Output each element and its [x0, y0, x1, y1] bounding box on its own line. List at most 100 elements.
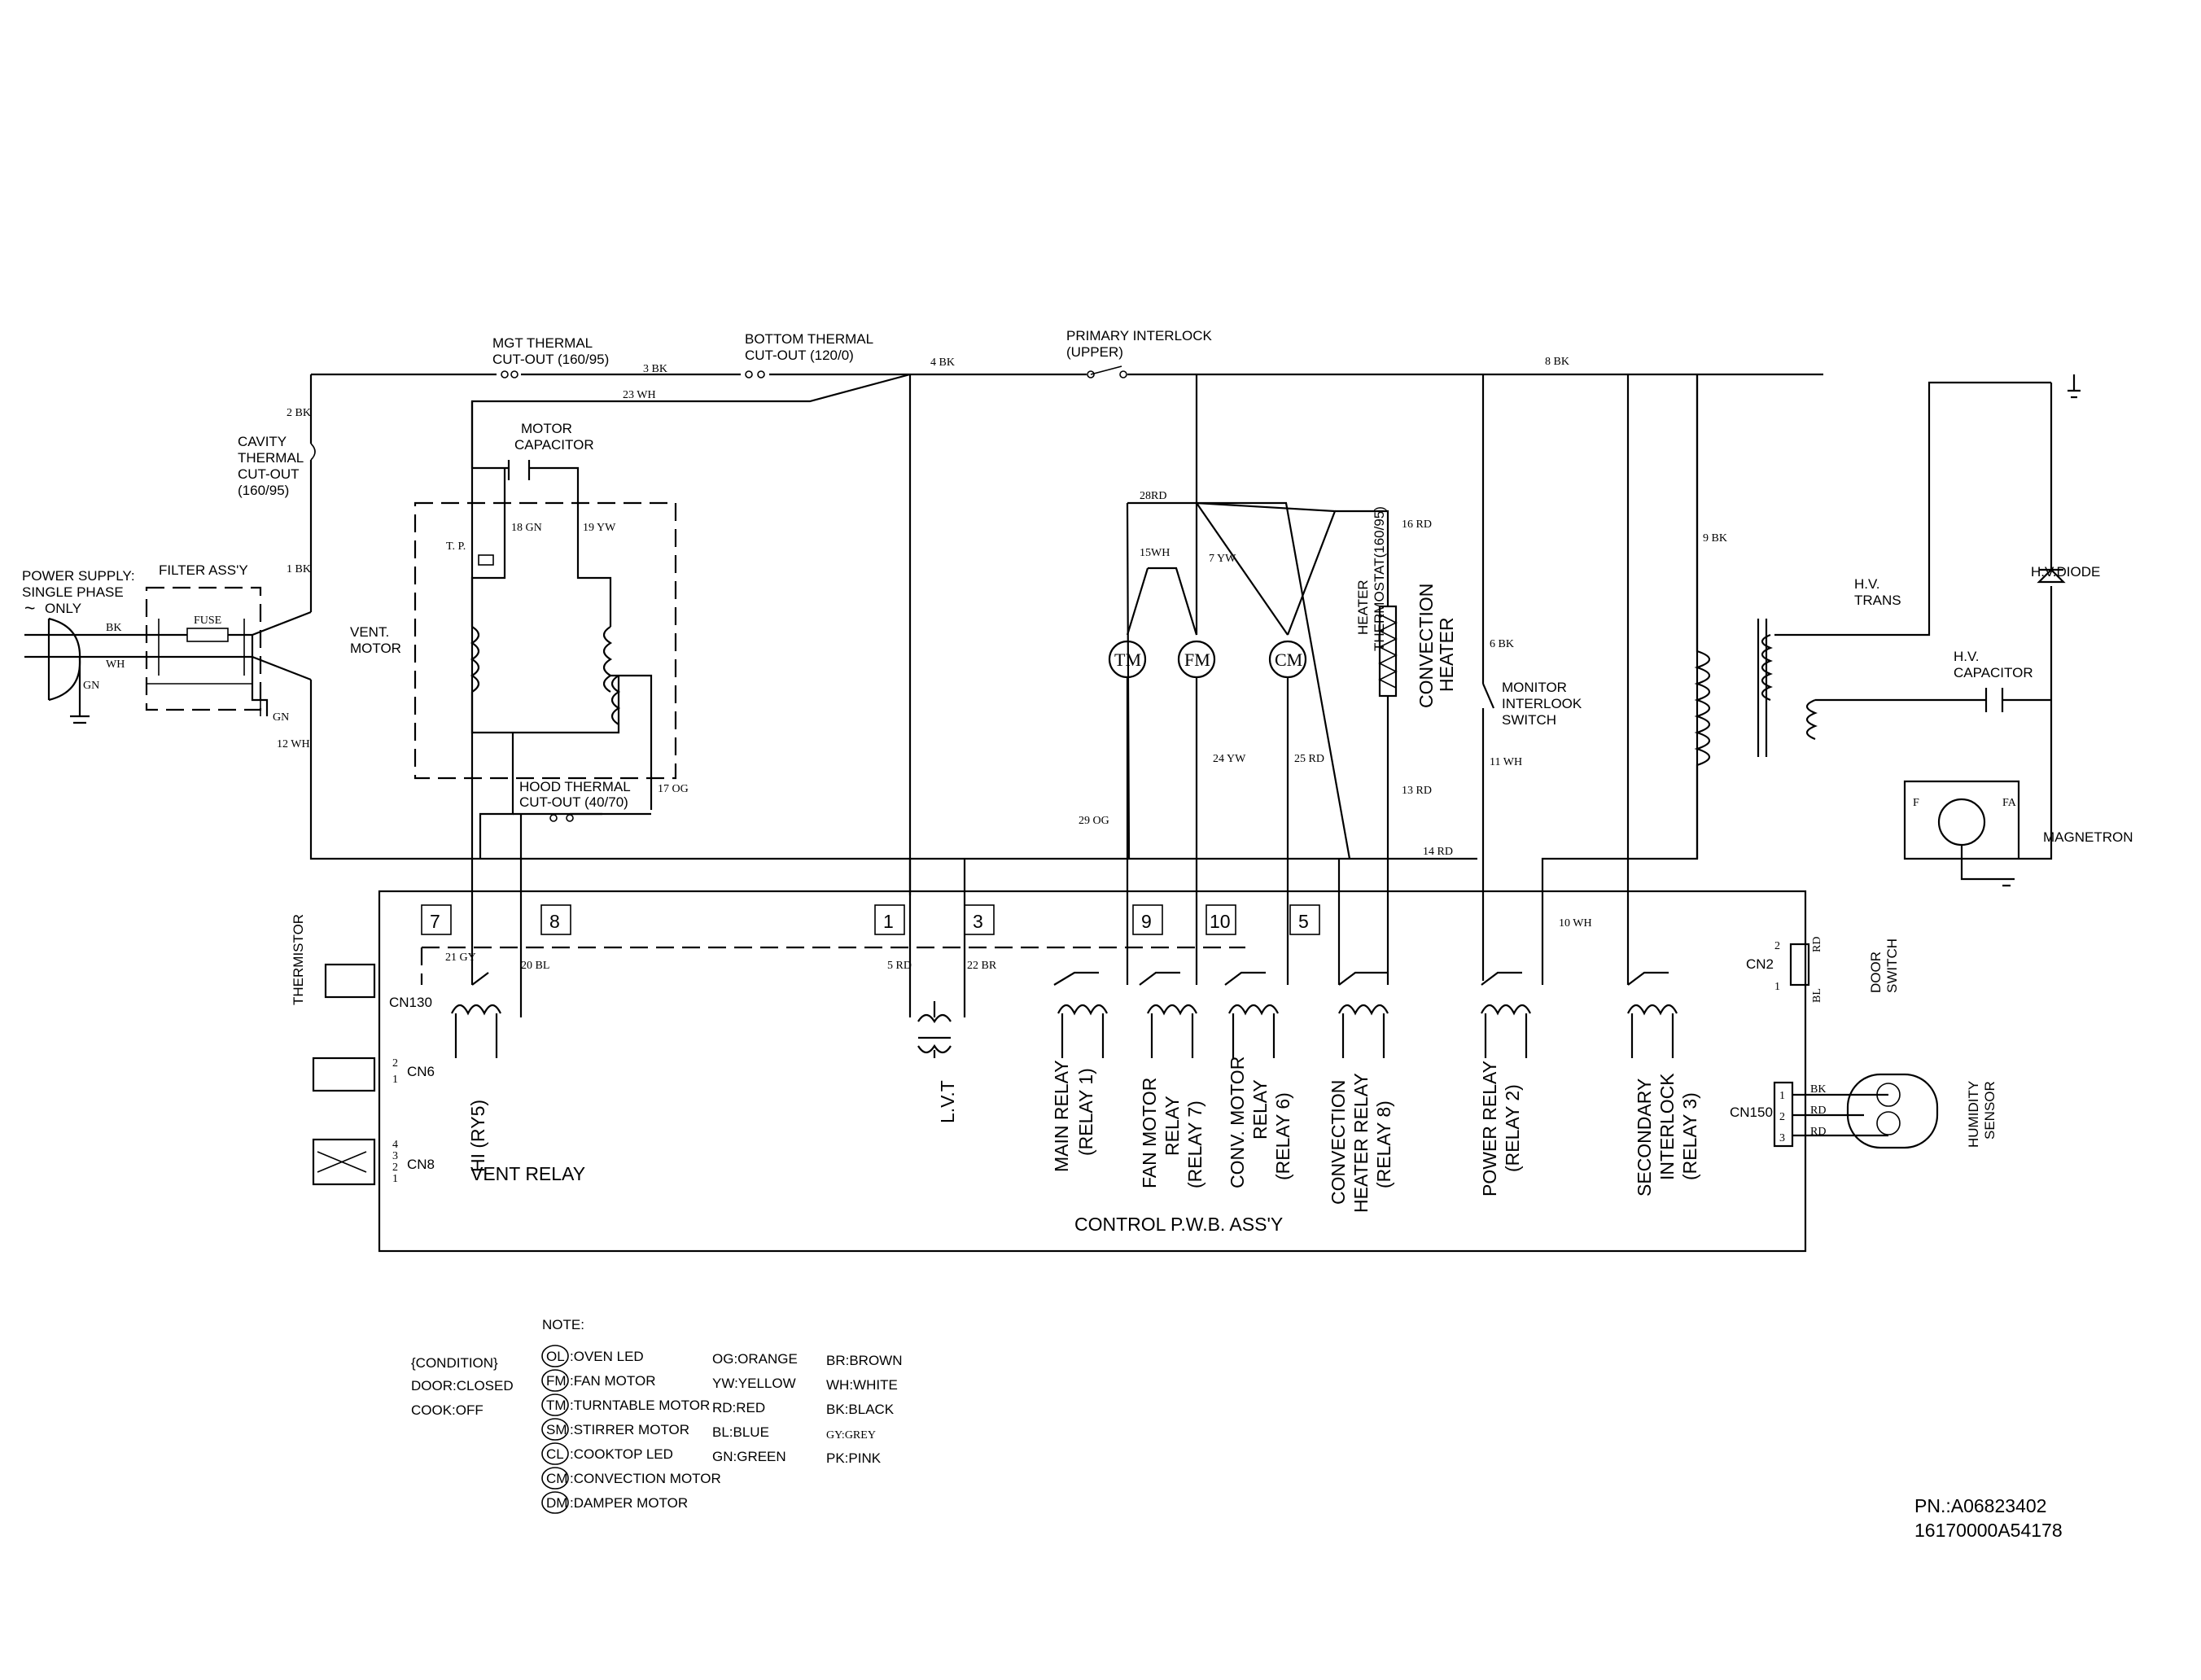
abbr-symbol [541, 1418, 569, 1441]
svg-text:1 BK: 1 BK [287, 563, 311, 575]
svg-text:10 WH: 10 WH [1559, 917, 1592, 930]
svg-text:HEATER: HEATER [1436, 617, 1457, 692]
cavity-thermal-cutout: CAVITY THERMAL CUT-OUT (160/95) [238, 434, 316, 498]
svg-text:GN: GN [83, 680, 99, 692]
svg-text:T. P.: T. P. [446, 540, 466, 553]
svg-text:10: 10 [1210, 911, 1231, 932]
svg-text:9 BK: 9 BK [1703, 532, 1727, 545]
svg-text:8: 8 [549, 911, 560, 932]
svg-text:16170000A54178: 16170000A54178 [1914, 1520, 2063, 1541]
svg-text:12 WH: 12 WH [277, 738, 310, 750]
svg-text:4 BK: 4 BK [930, 357, 955, 369]
svg-text:SINGLE PHASE: SINGLE PHASE [22, 584, 124, 600]
svg-text:THERMOSTAT(160/95): THERMOSTAT(160/95) [1372, 506, 1387, 651]
svg-text:2: 2 [1774, 940, 1780, 952]
svg-text:POWER SUPPLY:: POWER SUPPLY: [22, 568, 135, 584]
svg-text:3: 3 [973, 911, 983, 932]
svg-text:RD:RED: RD:RED [712, 1400, 765, 1415]
svg-text:INTERLOCK: INTERLOCK [1656, 1073, 1678, 1180]
svg-text:9: 9 [1141, 911, 1152, 932]
convection-heater: HEATER THERMOSTAT(160/95) CONVECTION HEA… [1335, 506, 1457, 859]
svg-text:BR:BROWN: BR:BROWN [826, 1353, 903, 1368]
svg-text:MAGNETRON: MAGNETRON [2043, 829, 2133, 845]
svg-text:CUT-OUT: CUT-OUT [238, 466, 300, 482]
svg-text:RD: RD [1811, 937, 1823, 952]
svg-text:CONTROL P.W.B. ASS'Y: CONTROL P.W.B. ASS'Y [1074, 1214, 1283, 1235]
svg-text:13 RD: 13 RD [1402, 785, 1432, 797]
svg-text:CONV. MOTOR: CONV. MOTOR [1227, 1057, 1248, 1188]
svg-text:11 WH: 11 WH [1490, 756, 1522, 768]
svg-text:BK: BK [1810, 1083, 1826, 1096]
abbr-symbol [541, 1491, 569, 1514]
motors: TM FM CM [1108, 501, 1351, 860]
svg-text:BK: BK [106, 622, 121, 634]
svg-text:INTERLOOK: INTERLOOK [1502, 696, 1582, 711]
svg-text:THERMAL: THERMAL [238, 450, 304, 466]
svg-text:CM: CM [1275, 650, 1302, 670]
svg-text:YW:YELLOW: YW:YELLOW [712, 1376, 796, 1391]
svg-text:6 BK: 6 BK [1490, 638, 1514, 650]
svg-text:COOK:OFF: COOK:OFF [411, 1402, 484, 1418]
svg-text:HEATER RELAY: HEATER RELAY [1350, 1073, 1372, 1213]
svg-text:15WH: 15WH [1140, 547, 1170, 559]
part-numbers: PN.:A06823402 16170000A54178 [1914, 1495, 2063, 1541]
svg-text:25 RD: 25 RD [1294, 753, 1324, 765]
svg-text:POWER RELAY: POWER RELAY [1479, 1061, 1500, 1197]
svg-text:22 BR: 22 BR [967, 960, 997, 972]
svg-text:WH: WH [106, 658, 125, 671]
svg-text:FA: FA [2002, 797, 2017, 809]
svg-text:RELAY: RELAY [1162, 1096, 1183, 1156]
svg-text:1: 1 [883, 911, 894, 932]
svg-text:SWITCH: SWITCH [1884, 938, 1900, 993]
svg-text:23 WH: 23 WH [623, 389, 656, 401]
svg-text:2: 2 [392, 1162, 398, 1174]
pin-8: 8 [540, 904, 571, 935]
power-supply: POWER SUPPLY: SINGLE PHASE ~ ONLY BK WH … [22, 568, 147, 724]
svg-text:CUT-OUT (120/0): CUT-OUT (120/0) [745, 348, 854, 363]
svg-text:2 BK: 2 BK [287, 407, 311, 419]
coils [451, 1001, 1678, 1058]
svg-text:GN:GREEN: GN:GREEN [712, 1449, 786, 1464]
hv-section: H.V.DIODE H.V. TRANS H.V. CAPACITOR MAGN… [1694, 374, 2133, 887]
svg-text:(RELAY 1): (RELAY 1) [1075, 1068, 1096, 1156]
svg-text:PRIMARY INTERLOCK: PRIMARY INTERLOCK [1066, 328, 1213, 343]
svg-text:FUSE: FUSE [194, 615, 221, 627]
abbr-text: :DAMPER MOTOR [570, 1495, 688, 1511]
svg-text:OG:ORANGE: OG:ORANGE [712, 1351, 798, 1367]
svg-text:(UPPER): (UPPER) [1066, 344, 1123, 360]
svg-text:28RD: 28RD [1140, 490, 1166, 502]
svg-text:PN.:A06823402: PN.:A06823402 [1914, 1495, 2046, 1516]
svg-text:SECONDARY: SECONDARY [1634, 1078, 1655, 1197]
svg-text:MAIN RELAY: MAIN RELAY [1051, 1060, 1072, 1172]
svg-text:SENSOR: SENSOR [1982, 1081, 1998, 1140]
svg-text:FILTER ASS'Y: FILTER ASS'Y [159, 562, 248, 578]
abbr-code: DM [546, 1495, 567, 1511]
svg-text:THERMISTOR: THERMISTOR [291, 914, 306, 1005]
svg-text:7: 7 [430, 911, 440, 932]
legend-notes: NOTE: {CONDITION} DOOR:CLOSED COOK:OFF [411, 1317, 584, 1418]
svg-text:VENT.: VENT. [350, 624, 389, 640]
svg-text:BK:BLACK: BK:BLACK [826, 1402, 895, 1417]
pin-3: 3 [964, 904, 995, 935]
svg-text:BL:BLUE: BL:BLUE [712, 1424, 769, 1440]
svg-text:CN130: CN130 [389, 995, 432, 1010]
abbr-text: :OVEN LED [570, 1349, 644, 1364]
svg-text:L.V.T: L.V.T [937, 1080, 958, 1123]
vent-motor: VENT. MOTOR MOTOR CAPACITOR T. P. HOOD T… [350, 401, 677, 859]
svg-text:1: 1 [1774, 981, 1780, 993]
svg-text:{CONDITION}: {CONDITION} [411, 1355, 498, 1371]
svg-text:SWITCH: SWITCH [1502, 712, 1556, 728]
color-codes: OG:ORANGE YW:YELLOW RD:RED BL:BLUE GN:GR… [712, 1351, 903, 1466]
svg-text:ONLY: ONLY [45, 601, 81, 616]
svg-text:CN8: CN8 [407, 1157, 435, 1172]
abbr-symbol [541, 1393, 569, 1416]
svg-text:16 RD: 16 RD [1402, 518, 1432, 531]
abbr-symbol [541, 1467, 569, 1490]
svg-text:FM: FM [1184, 650, 1210, 670]
control-pwb: CONTROL P.W.B. ASS'Y 7 8 1 3 9 10 5 [291, 859, 1998, 1253]
svg-text:4: 4 [392, 1139, 398, 1151]
abbr-code: FM [546, 1373, 567, 1389]
monitor-interlook-switch: MONITOR INTERLOOK SWITCH [1481, 680, 1582, 728]
